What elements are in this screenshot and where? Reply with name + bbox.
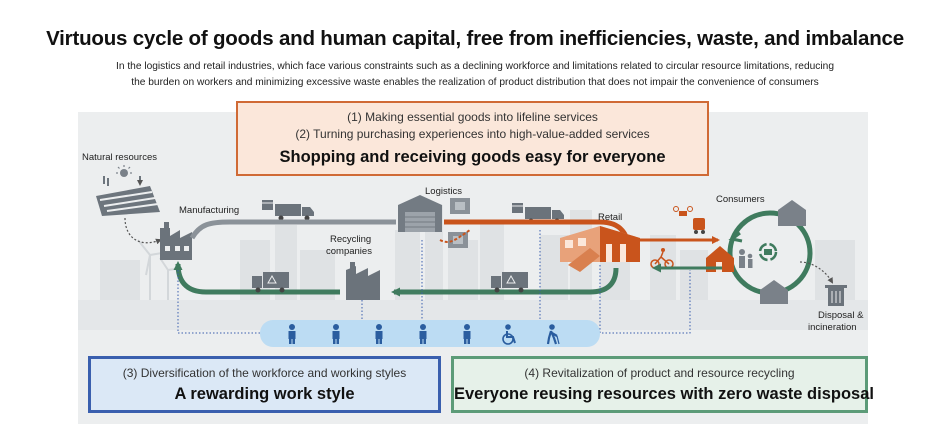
resource-flow-arrow [124,217,162,245]
label-retail: Retail [598,212,622,223]
page-subtitle: In the logistics and retail industries, … [40,59,910,91]
delivery-robot-icon [693,218,705,234]
factory-icon [160,222,192,260]
person-icon [463,324,471,344]
goal-work-style-headline: A rewarding work style [174,385,355,403]
package-icon [262,200,273,210]
label-natural-resources: Natural resources [82,152,157,163]
recycle-symbol-icon [758,242,778,262]
farmland-icon [96,165,160,216]
person-icon [375,324,383,344]
wheelchair-icon [502,324,516,345]
recycling-plant-icon [346,262,380,300]
recycle-truck-icon [491,272,528,293]
page-title: Virtuous cycle of goods and human capita… [46,27,904,50]
workforce-connectors [177,230,691,334]
goal-box-recycling: (4) Revitalization of product and resour… [451,356,874,413]
goal-1-text: (1) Making essential goods into lifeline… [347,110,598,124]
goal-2-text: (2) Turning purchasing experiences into … [295,127,650,141]
label-manufacturing: Manufacturing [179,205,239,216]
label-consumers: Consumers [716,194,765,205]
goal-box-work-style: (3) Diversification of the workforce and… [88,356,441,413]
label-disposal-line-1: Disposal & [818,310,864,321]
subtitle-line-1: In the logistics and retail industries, … [116,61,834,72]
flow-manufacturing-to-logistics [189,219,396,240]
goal-recycling-headline: Everyone reusing resources with zero was… [454,385,874,403]
package-icon [512,203,523,213]
flow-recycling-to-manufacturing [173,261,340,295]
person-icon [288,324,296,344]
person-icon [332,324,340,344]
goal-box-shopping: (1) Making essential goods into lifeline… [236,101,709,176]
subtitle-line-2: the burden on workers and minimizing exc… [131,77,819,88]
house-icon [760,280,788,304]
warehouse-icon [398,195,470,248]
goal-4-text: (4) Revitalization of product and resour… [524,366,795,380]
recycle-truck-icon [252,272,289,293]
drone-icon [673,206,693,216]
elderly-cane-icon [546,324,560,345]
person-icon [419,324,427,344]
flow-retail-to-recycling [391,267,619,297]
label-recycling-line-1: Recycling [330,234,371,245]
label-disposal-line-2: incineration [808,322,857,333]
goal-shopping-headline: Shopping and receiving goods easy for ev… [279,148,666,166]
trash-bin-icon [825,285,847,306]
retail-store-icon [560,226,640,272]
house-icon [778,200,806,226]
family-icon [739,249,753,268]
truck-icon [275,204,314,221]
label-recycling-line-2: companies [326,246,372,257]
label-logistics: Logistics [425,186,462,197]
goal-3-text: (3) Diversification of the workforce and… [122,366,407,380]
